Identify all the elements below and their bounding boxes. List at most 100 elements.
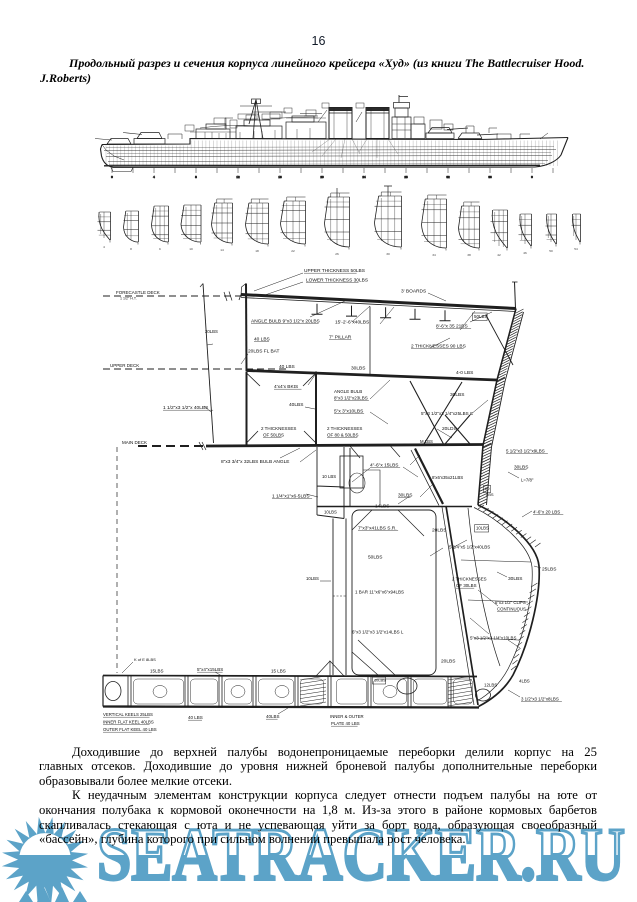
svg-text:INNER & OUTER: INNER & OUTER bbox=[330, 714, 364, 719]
svg-text:2 THICKNESSES 90 LBS: 2 THICKNESSES 90 LBS bbox=[411, 344, 466, 350]
svg-text:4'-6"x 20 LBS: 4'-6"x 20 LBS bbox=[533, 510, 560, 515]
svg-text:UPPER DECK: UPPER DECK bbox=[110, 363, 139, 368]
svg-text:UPPER THICKNESS 50LBS: UPPER THICKNESS 50LBS bbox=[304, 268, 365, 274]
svg-text:5"x4"x15LBS: 5"x4"x15LBS bbox=[197, 667, 223, 672]
svg-text:50LBS: 50LBS bbox=[368, 555, 382, 561]
svg-text:5"x3 1/2"x3 1/4"x25LBS C: 5"x3 1/2"x3 1/4"x25LBS C bbox=[421, 411, 474, 416]
svg-text:30LBS: 30LBS bbox=[514, 465, 528, 471]
svg-text:22: 22 bbox=[291, 249, 295, 253]
svg-text:4: 4 bbox=[103, 245, 105, 249]
svg-text:PLATE 40 LBS: PLATE 40 LBS bbox=[331, 721, 360, 726]
svg-text:2 THICKNESSES: 2 THICKNESSES bbox=[261, 426, 296, 431]
svg-text:12LBS: 12LBS bbox=[484, 683, 497, 688]
svg-text:4'x4'x BKtS: 4'x4'x BKtS bbox=[274, 384, 298, 390]
svg-text:10LBS: 10LBS bbox=[306, 576, 319, 581]
svg-text:54: 54 bbox=[574, 247, 578, 251]
svg-text:3' BOARDS: 3' BOARDS bbox=[401, 289, 426, 295]
svg-text:4: 4 bbox=[153, 175, 155, 179]
svg-text:8'x6'x35x21LBS: 8'x6'x35x21LBS bbox=[432, 475, 463, 480]
svg-text:4"-6"x 15LBS: 4"-6"x 15LBS bbox=[370, 463, 398, 469]
svg-text:INNER FLAT KEEL 40LBS: INNER FLAT KEEL 40LBS bbox=[103, 720, 154, 725]
svg-text:10LBS: 10LBS bbox=[374, 678, 386, 683]
svg-text:46: 46 bbox=[523, 251, 527, 255]
svg-text:34: 34 bbox=[432, 253, 436, 257]
svg-text:2 THICKNESSES: 2 THICKNESSES bbox=[327, 426, 362, 431]
svg-text:20: 20 bbox=[485, 486, 490, 491]
svg-text:10: 10 bbox=[189, 247, 193, 251]
svg-text:1 BAR 11"x6"x6"x94LBS: 1 BAR 11"x6"x6"x94LBS bbox=[355, 590, 404, 595]
svg-text:1 1/2" H.T.: 1 1/2" H.T. bbox=[120, 297, 137, 301]
svg-text:25LBS: 25LBS bbox=[542, 567, 556, 573]
svg-text:SEATRACKER.RU: SEATRACKER.RU bbox=[97, 814, 625, 897]
svg-text:40LBS: 40LBS bbox=[289, 402, 303, 408]
svg-text:20LBS FL BAT: 20LBS FL BAT bbox=[248, 349, 280, 355]
svg-text:15 LBS: 15 LBS bbox=[271, 669, 286, 674]
svg-text:1 1/4"x1"x6-5LBS: 1 1/4"x1"x6-5LBS bbox=[272, 494, 310, 500]
svg-text:0: 0 bbox=[531, 175, 533, 179]
svg-text:LOWER THICKNESS 30LBS: LOWER THICKNESS 30LBS bbox=[306, 278, 368, 284]
svg-text:LBS: LBS bbox=[486, 492, 494, 497]
svg-text:0: 0 bbox=[111, 175, 113, 179]
svg-text:42: 42 bbox=[497, 253, 501, 257]
svg-text:20LBS: 20LBS bbox=[432, 528, 446, 534]
svg-text:ANGLE BULB 9"x3 1/2"x 20LBS: ANGLE BULB 9"x3 1/2"x 20LBS bbox=[251, 319, 320, 325]
svg-text:30LBS: 30LBS bbox=[351, 366, 365, 372]
svg-text:5 1/2"x3 1/2"x9LBS: 5 1/2"x3 1/2"x9LBS bbox=[506, 449, 545, 454]
svg-text:12: 12 bbox=[236, 175, 240, 179]
svg-text:OF 30LBS: OF 30LBS bbox=[456, 583, 477, 588]
svg-text:50: 50 bbox=[549, 249, 553, 253]
svg-text:20LBS: 20LBS bbox=[441, 659, 455, 665]
svg-text:4LBS: 4LBS bbox=[519, 679, 530, 684]
svg-text:MAIN DECK: MAIN DECK bbox=[122, 440, 147, 445]
svg-text:15LBS: 15LBS bbox=[150, 669, 164, 674]
svg-text:28: 28 bbox=[404, 175, 408, 179]
svg-text:30: 30 bbox=[386, 252, 390, 256]
svg-text:40LBS: 40LBS bbox=[266, 714, 280, 719]
svg-text:8: 8 bbox=[130, 247, 132, 251]
svg-text:L=7/8": L=7/8" bbox=[521, 478, 534, 483]
svg-text:CONTINUOUS: CONTINUOUS bbox=[497, 607, 526, 612]
svg-text:ANGLE BULB: ANGLE BULB bbox=[334, 389, 362, 394]
svg-text:VERTICAL KEELS 25LBS: VERTICAL KEELS 25LBS bbox=[103, 712, 153, 717]
svg-text:8: 8 bbox=[195, 175, 197, 179]
svg-text:7"x3"x41LBS S.R.: 7"x3"x41LBS S.R. bbox=[358, 526, 397, 532]
svg-text:50LBS: 50LBS bbox=[474, 314, 488, 319]
svg-text:6"x3 1/2"x3 1/2"x14LBS L: 6"x3 1/2"x3 1/2"x14LBS L bbox=[352, 630, 404, 635]
svg-text:4-0 LBS: 4-0 LBS bbox=[456, 370, 473, 376]
svg-text:10LBS: 10LBS bbox=[476, 526, 489, 531]
svg-text:15'-2'-6"x40LBS: 15'-2'-6"x40LBS bbox=[335, 320, 369, 326]
svg-text:40 LBS: 40 LBS bbox=[279, 364, 295, 370]
svg-text:30LBS: 30LBS bbox=[450, 392, 464, 398]
svg-text:14LBS: 14LBS bbox=[375, 504, 389, 510]
svg-text:7" PILLAR: 7" PILLAR bbox=[329, 335, 352, 341]
svg-text:OUTER FLAT KEEL 40 LBS: OUTER FLAT KEEL 40 LBS bbox=[103, 727, 157, 732]
svg-text:8"x3 1/2"x23LBS: 8"x3 1/2"x23LBS bbox=[334, 396, 368, 401]
svg-text:24: 24 bbox=[362, 175, 366, 179]
svg-text:30LBS: 30LBS bbox=[398, 493, 412, 499]
svg-text:36: 36 bbox=[488, 175, 492, 179]
svg-text:40 LBS: 40 LBS bbox=[188, 715, 203, 720]
svg-text:14: 14 bbox=[220, 248, 224, 252]
svg-text:6"x3 1/2" CLIPS: 6"x3 1/2" CLIPS bbox=[495, 600, 526, 605]
svg-text:M.LBS: M.LBS bbox=[420, 439, 433, 444]
svg-text:8"x3 3/4"x 32LBS BULB ANGLE: 8"x3 3/4"x 32LBS BULB ANGLE bbox=[221, 459, 289, 465]
svg-text:OF 80 & 50LBS: OF 80 & 50LBS bbox=[327, 433, 359, 438]
svg-text:FORECASTLE DECK: FORECASTLE DECK bbox=[116, 290, 160, 295]
svg-text:20LDS: 20LDS bbox=[442, 426, 457, 432]
svg-text:30LBS: 30LBS bbox=[508, 576, 522, 582]
svg-text:16: 16 bbox=[278, 175, 282, 179]
svg-text:10 LBS: 10 LBS bbox=[322, 474, 336, 479]
svg-text:18: 18 bbox=[255, 249, 259, 253]
svg-text:20: 20 bbox=[320, 175, 324, 179]
svg-text:32: 32 bbox=[446, 175, 450, 179]
svg-text:5"x3 1/2"x3 1/4"x10LBS: 5"x3 1/2"x3 1/4"x10LBS bbox=[470, 636, 516, 641]
svg-text:10LBS: 10LBS bbox=[324, 510, 337, 515]
svg-text:5 1/4"x5 1/2"x40LBS: 5 1/4"x5 1/2"x40LBS bbox=[449, 545, 490, 550]
svg-text:2 THICKNESSES: 2 THICKNESSES bbox=[452, 577, 487, 582]
svg-text:20LBS: 20LBS bbox=[205, 329, 218, 334]
svg-text:OF 50LBS: OF 50LBS bbox=[263, 433, 284, 438]
svg-text:5"x 3"x10LBS: 5"x 3"x10LBS bbox=[334, 409, 363, 415]
svg-text:3 1/2"x3 1/2"x8LBS: 3 1/2"x3 1/2"x8LBS bbox=[521, 697, 559, 702]
svg-text:K of E 8LBS: K of E 8LBS bbox=[134, 657, 156, 662]
svg-text:C: C bbox=[159, 247, 162, 251]
